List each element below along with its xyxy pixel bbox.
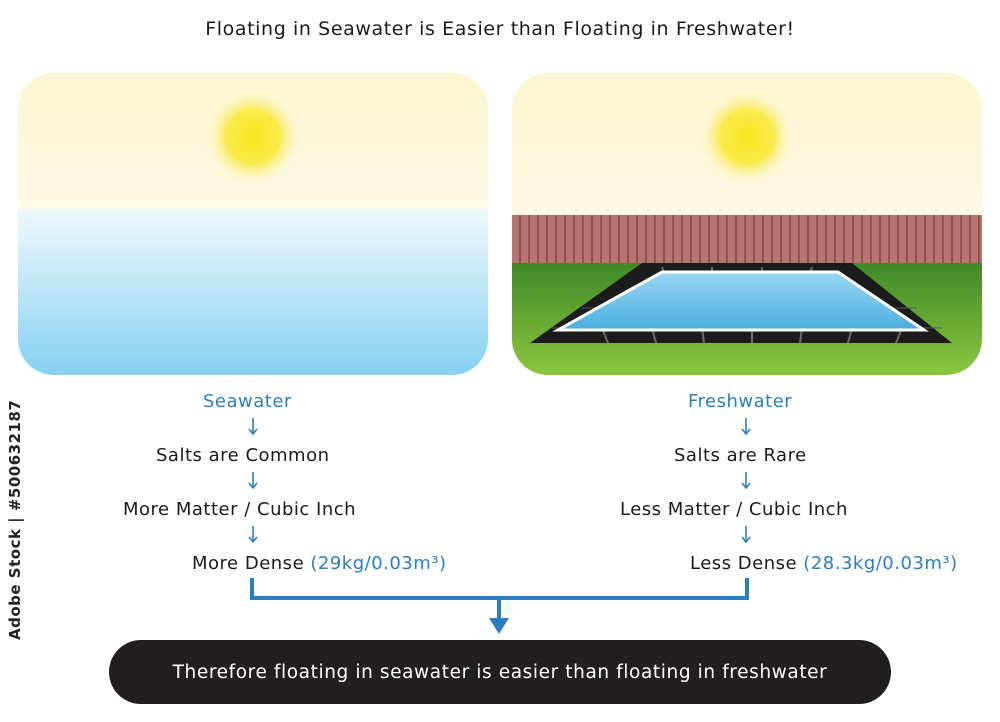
freshwater-density: Less Dense (28.3kg/0.03m³) [690, 553, 958, 574]
conclusion-text: Therefore floating in seawater is easier… [172, 661, 828, 683]
freshwater-salts: Salts are Rare [674, 445, 807, 466]
density-label: Less Dense [690, 553, 798, 574]
arrow-down-icon [248, 472, 258, 490]
arrow-down-icon [248, 526, 258, 544]
freshwater-scene [512, 73, 982, 375]
seawater-scene [18, 73, 488, 375]
freshwater-heading: Freshwater [688, 391, 793, 412]
sun-icon [205, 89, 301, 185]
density-label: More Dense [192, 553, 305, 574]
density-value: (29kg/0.03m³) [310, 553, 447, 574]
fence [512, 215, 982, 263]
seawater-matter: More Matter / Cubic Inch [123, 499, 357, 520]
conclusion-banner: Therefore floating in seawater is easier… [109, 640, 891, 704]
sea [18, 209, 488, 375]
seawater-heading: Seawater [203, 391, 292, 412]
seawater-density: More Dense (29kg/0.03m³) [192, 553, 447, 574]
seawater-salts: Salts are Common [156, 445, 330, 466]
arrow-down-icon [741, 418, 751, 436]
density-value: (28.3kg/0.03m³) [803, 553, 958, 574]
stock-watermark: Adobe Stock | #500632187 [6, 399, 24, 640]
arrow-down-icon [248, 418, 258, 436]
freshwater-matter: Less Matter / Cubic Inch [620, 499, 848, 520]
arrow-down-icon [741, 472, 751, 490]
arrow-down-icon [489, 618, 509, 634]
arrow-down-icon [741, 526, 751, 544]
sun-icon [699, 89, 795, 185]
diagram-title: Floating in Seawater is Easier than Floa… [205, 18, 795, 40]
pool-water [552, 270, 929, 332]
connector-bracket [250, 578, 749, 634]
